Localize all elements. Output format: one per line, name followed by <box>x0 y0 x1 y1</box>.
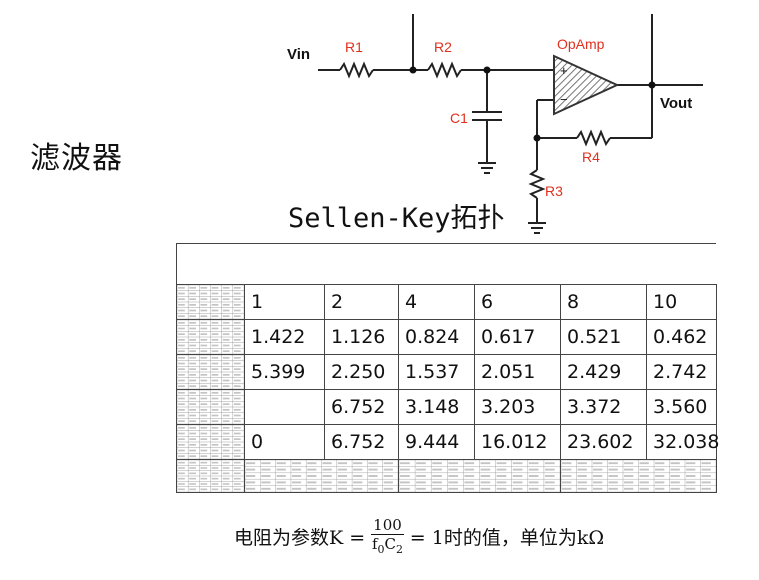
r3-resistor <box>528 169 546 199</box>
opamp-label: OpAmp <box>557 36 605 52</box>
caption-suffix: = 1时的值，单位为kΩ <box>409 526 605 549</box>
table-cell: 6 <box>474 284 561 320</box>
footer-mini-table <box>561 460 716 492</box>
table-cell: 3.203 <box>474 389 561 425</box>
r1-resistor <box>339 61 374 79</box>
table-cell: 2.250 <box>324 354 399 390</box>
table-cell: 3.372 <box>560 389 647 425</box>
fraction-numerator: 100 <box>371 516 404 535</box>
fraction: 100 f0C2 <box>371 516 404 556</box>
table-cell: 32.038 <box>646 424 719 460</box>
table-footer-row <box>176 459 717 493</box>
vin-label: Vin <box>287 46 310 63</box>
footer-mini-table <box>245 460 398 492</box>
table-cell: 1.537 <box>398 354 475 390</box>
table-cell: 3.560 <box>646 389 717 425</box>
thumbnail-table <box>177 285 244 319</box>
r2-resistor <box>427 61 462 79</box>
table-cell: 6.752 <box>324 424 399 460</box>
table-cell: 10 <box>646 284 717 320</box>
thumbnail-table <box>177 425 244 459</box>
table-cell: 0.824 <box>398 319 475 355</box>
plus-sign: + <box>560 63 568 78</box>
table-cell: 3.148 <box>398 389 475 425</box>
table-cell: 6.752 <box>324 389 399 425</box>
table-cell: 0.617 <box>474 319 561 355</box>
thumbnail-table <box>177 355 244 389</box>
table-cell: 2.429 <box>560 354 647 390</box>
caption: 电阻为参数K = 100 f0C2 = 1时的值，单位为kΩ <box>234 516 604 556</box>
table-cell: 9.444 <box>398 424 475 460</box>
table-cell: 1.422 <box>244 319 325 355</box>
thumbnail-table <box>177 320 244 354</box>
table-cell: 1.126 <box>324 319 399 355</box>
r4-label: R4 <box>582 149 600 165</box>
table-cell: 1 <box>244 284 325 320</box>
vout-label: Vout <box>660 95 692 112</box>
table-header-band <box>176 243 716 284</box>
table-cell: 5.399 <box>244 354 325 390</box>
table-cell: 16.012 <box>474 424 561 460</box>
thumbnail-table <box>177 390 244 424</box>
table-cell: 2.051 <box>474 354 561 390</box>
table-cell <box>244 389 325 425</box>
footer-mini-table <box>399 460 560 492</box>
table-cell: 0.521 <box>560 319 647 355</box>
table-cell: 23.602 <box>560 424 647 460</box>
c1-label: C1 <box>450 110 468 126</box>
side-title: 滤波器 <box>30 141 123 176</box>
topology-title: Sellen-Key拓扑 <box>288 203 505 234</box>
r3-label: R3 <box>545 183 563 199</box>
sallen-key-circuit: Vin Vout R1 R2 C1 R4 R3 OpAmp + − <box>287 14 703 234</box>
r2-label: R2 <box>434 39 452 55</box>
minus-sign: − <box>560 92 568 107</box>
table-cell: 2.742 <box>646 354 717 390</box>
table-cell: 8 <box>560 284 647 320</box>
r1-label: R1 <box>345 39 363 55</box>
opamp-triangle <box>553 54 620 116</box>
thumbnail-table <box>177 460 244 492</box>
fraction-denominator: f0C2 <box>371 535 403 556</box>
table-cell: 4 <box>398 284 475 320</box>
table-cell: 0 <box>244 424 325 460</box>
r4-resistor <box>576 129 611 147</box>
caption-prefix: 电阻为参数K = <box>234 526 366 549</box>
table-cell: 2 <box>324 284 399 320</box>
table-cell: 0.462 <box>646 319 717 355</box>
